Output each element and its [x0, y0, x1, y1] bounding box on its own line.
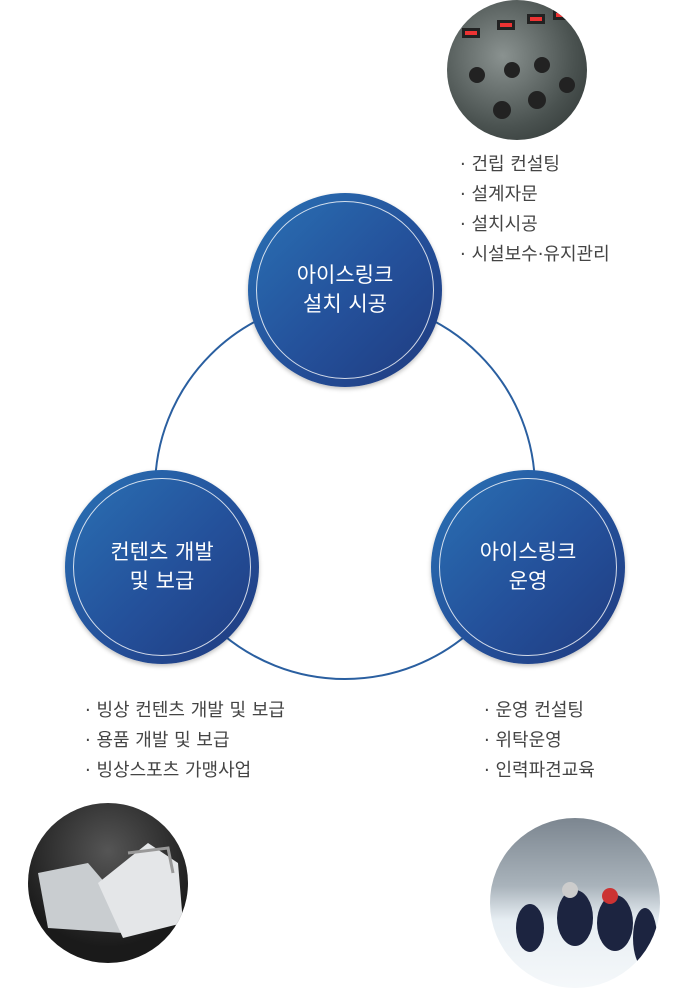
list-item: 빙상 컨텐츠 개발 및 보급 — [85, 696, 285, 726]
list-item: 위탁운영 — [484, 726, 595, 756]
skates-photo — [28, 803, 188, 963]
list-item: 설치시공 — [460, 210, 610, 240]
list-item: 설계자문 — [460, 180, 610, 210]
node-line: 컨텐츠 개발 — [110, 540, 214, 564]
node-line: 설치 시공 — [303, 292, 387, 316]
control-panel-photo — [447, 0, 587, 140]
list-item: 시설보수·유지관리 — [460, 240, 609, 270]
node-line: 아이스링크 — [479, 540, 577, 564]
node-line: 및 보급 — [129, 569, 195, 593]
content-services-list: 빙상 컨텐츠 개발 및 보급 용품 개발 및 보급 빙상스포츠 가맹사업 — [85, 696, 285, 786]
list-item: 용품 개발 및 보급 — [85, 726, 285, 756]
list-item: 인력파견교육 — [484, 756, 594, 786]
speed-skaters-photo — [490, 818, 660, 988]
operation-services-list: 운영 컨설팅 위탁운영 인력파견교육 — [484, 696, 595, 786]
node-line: 운영 — [508, 569, 548, 593]
list-item: 빙상스포츠 가맹사업 — [85, 756, 285, 786]
install-services-list: 건립 컨설팅 설계자문 설치시공 시설보수·유지관리 — [460, 150, 610, 270]
list-item: 운영 컨설팅 — [484, 696, 595, 726]
list-item: 건립 컨설팅 — [460, 150, 610, 180]
node-line: 아이스링크 — [296, 263, 394, 287]
